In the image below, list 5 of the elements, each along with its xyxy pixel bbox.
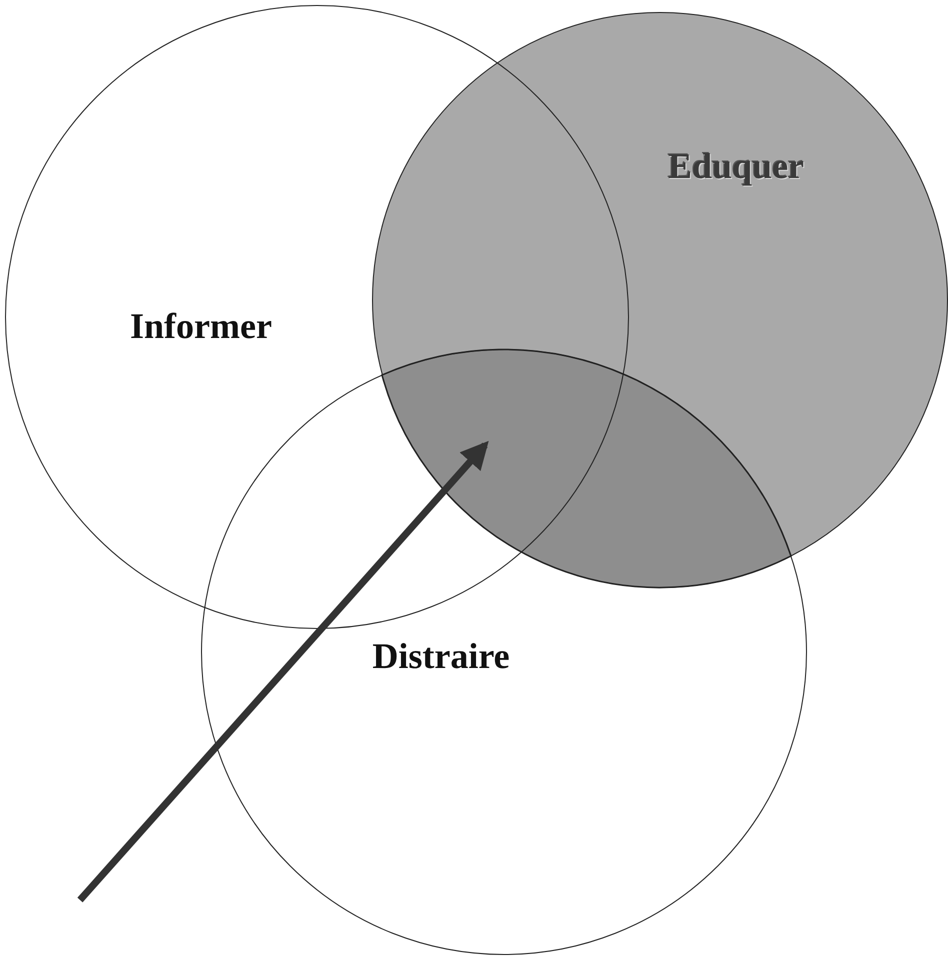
- circle-label: Informer: [130, 305, 272, 347]
- circle-label: Distraire: [372, 635, 510, 677]
- overlap-region: [381, 348, 792, 588]
- circle-label: Eduquer: [668, 145, 804, 187]
- arrow: [77, 440, 489, 902]
